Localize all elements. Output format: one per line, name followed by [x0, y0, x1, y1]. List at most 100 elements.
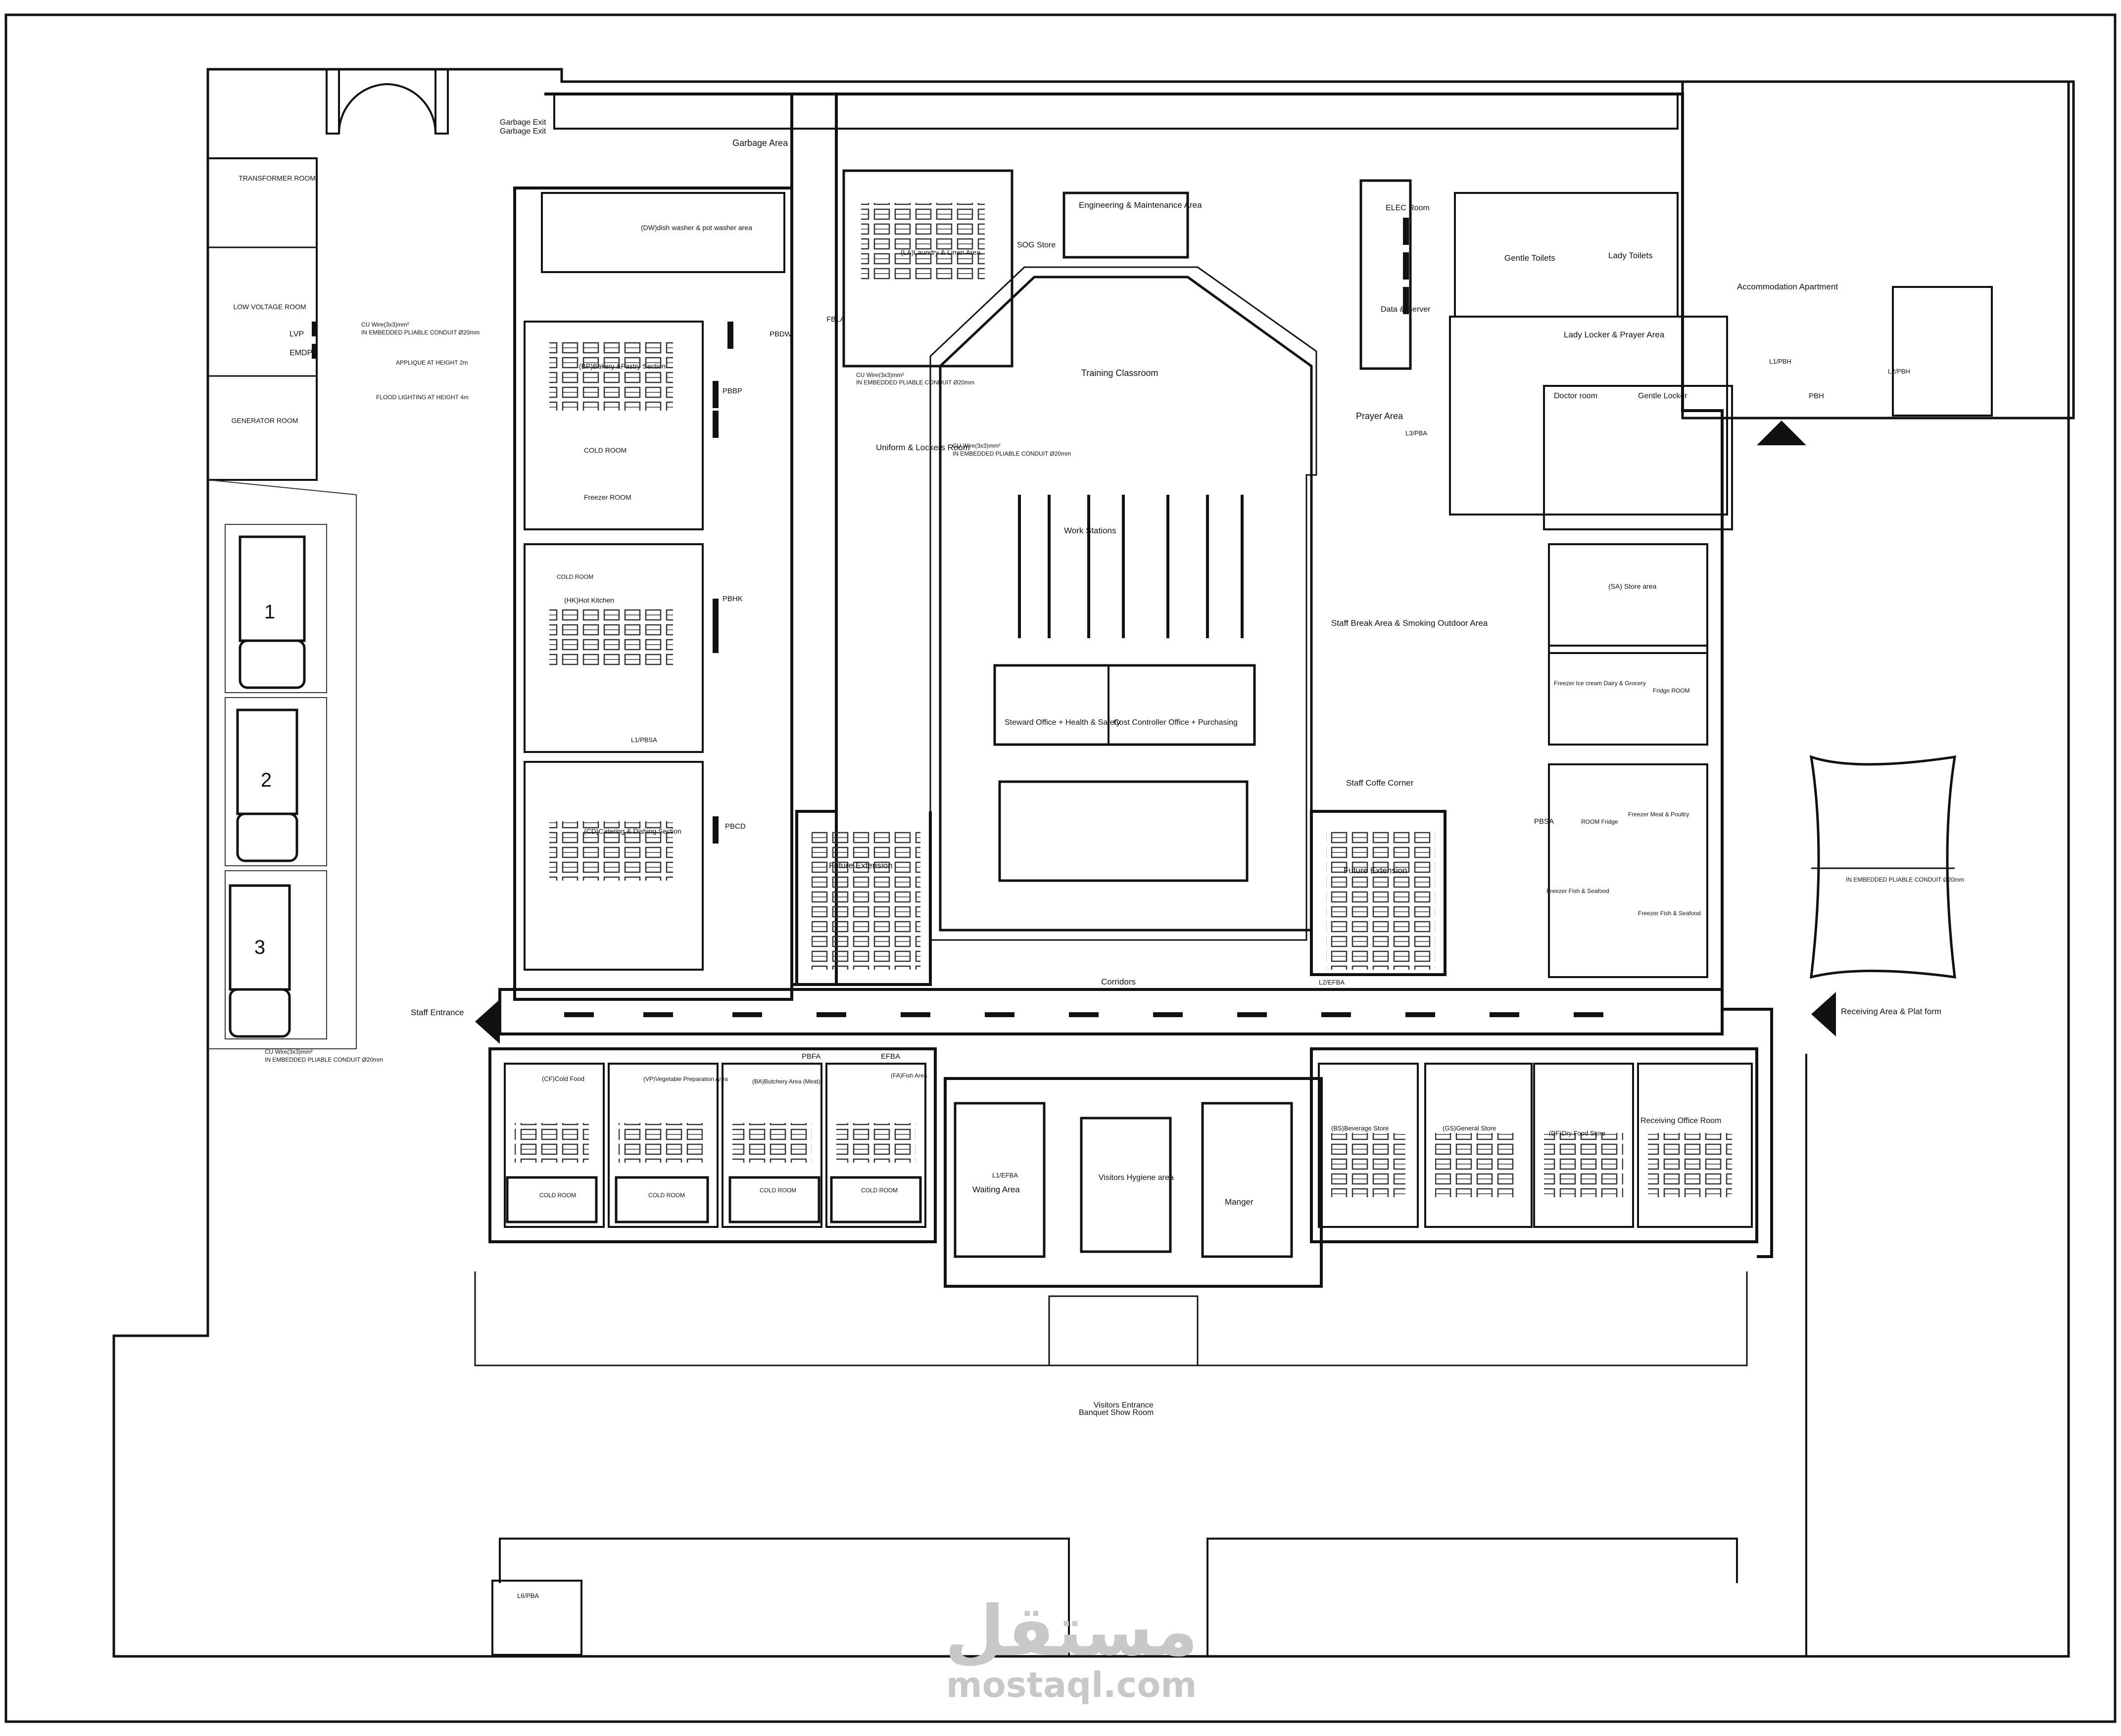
room-label-beverage-store: (BS)Beverage Store [1331, 1125, 1389, 1132]
panel-pbdw: PBDW [770, 330, 792, 338]
room-label-engineering: Engineering & Maintenance Area [1079, 200, 1202, 210]
room-label-cost-controller: Cost Controller Office + Purchasing [1113, 718, 1238, 727]
room-label-uniform: Uniform & Lockers Room [876, 443, 970, 452]
note-conduit-1: IN EMBEDDED PLIABLE CONDUIT Ø20mm [361, 329, 480, 336]
room-label-freezer-meat: Freezer Meat & Poultry [1628, 811, 1689, 818]
panel-emdp: EMDP [289, 349, 312, 357]
panel-pbsa: PBSA [1534, 817, 1554, 826]
lighting-fixtures [515, 203, 1732, 1197]
panel-fbla: FBLA [826, 315, 845, 324]
room-label-fish-area: (FA)Fish Area [891, 1072, 927, 1079]
room-label-waiting-area: Waiting Area [972, 1185, 1020, 1194]
south-yard [491, 1054, 1807, 1656]
room-label-staff-break: Staff Break Area & Smoking Outdoor Area [1331, 618, 1488, 628]
room-label-butchery: (BA)Butchery Area (Meat) [752, 1078, 820, 1085]
room-label-prayer-area: Prayer Area [1356, 411, 1403, 421]
room-label-fridge-room: Fridge ROOM [1653, 687, 1690, 694]
main-gate [326, 68, 449, 135]
room-label-elec-room: ELEC Room [1386, 204, 1430, 212]
panel-efba: EFBA [881, 1052, 900, 1061]
garbage-exit-label-1: Garbage Exit [500, 118, 546, 127]
room-label-cold-room-2: COLD ROOM [557, 573, 593, 580]
room-label-general-store: (GS)General Store [1443, 1125, 1496, 1132]
room-label-future-ext-left: Future Extension [829, 861, 893, 870]
room-label-data-server: Data & Server [1381, 305, 1431, 314]
room-labels: Garbage Area (DW)dish washer & pot washe… [411, 138, 1941, 1417]
room-label-cold-room-1: COLD ROOM [584, 446, 627, 454]
room-label-training: Training Classroom [1081, 368, 1158, 378]
receiving-area-arrow [1811, 992, 1836, 1036]
panel-lvp: LVP [289, 330, 304, 338]
panel-pbhk: PBHK [723, 595, 743, 603]
note-cu-wire-2: CU Wire(3x3)mm² [856, 372, 904, 378]
room-label-laundry: (LA)Laundry & Linen Area [901, 248, 980, 256]
room-label-cold-room-b3: COLD ROOM [760, 1187, 796, 1194]
room-label-garbage-area: Garbage Area [732, 138, 788, 148]
room-label-receiving-area: Receiving Area & Plat form [1841, 1007, 1941, 1016]
panel-l2efba: L2/EFBA [1319, 979, 1345, 986]
wiring-notes: CU Wire(3x3)mm² IN EMBEDDED PLIABLE COND… [265, 321, 1964, 1063]
note-cu-wire-1: CU Wire(3x3)mm² [361, 321, 409, 328]
room-label-room-fridge: ROOM Fridge [1581, 818, 1618, 825]
panel-pbfa: PBFA [802, 1052, 820, 1061]
room-label-visitors-entrance: Visitors Entrance [1094, 1401, 1154, 1409]
panel-pbcd: PBCD [725, 822, 746, 831]
note-cu-wire-4: CU Wire(3x3)mm² [265, 1048, 313, 1055]
note-applique: APPLIQUE AT HEIGHT 2m [396, 359, 468, 366]
room-label-doctor-room: Doctor room [1554, 392, 1597, 400]
electrical-panels [713, 218, 1409, 844]
room-label-store-area: (SA) Store area [1608, 582, 1656, 590]
room-label-dry-food-store: (DF)Dry Food Store [1549, 1129, 1605, 1137]
room-label-freezer-room-1: Freezer ROOM [584, 493, 631, 501]
room-label-vegetable: (VP)Vegetable Preparation Area [643, 1076, 728, 1082]
room-label-catering: (CD)Catering & Dishing Section [584, 827, 681, 835]
room-label-cold-room-b2: COLD ROOM [648, 1192, 685, 1199]
room-label-lady-toilets: Lady Toilets [1608, 251, 1652, 260]
room-label-lady-locker: Lady Locker & Prayer Area [1564, 330, 1665, 339]
watermark: مستقل mostaql.com [945, 1591, 1198, 1705]
room-label-accommodation: Accommodation Apartment [1737, 282, 1838, 291]
building-walls [513, 80, 2075, 1258]
sheet-frame [4, 13, 2117, 1723]
room-label-receiving-office: Receiving Office Room [1640, 1117, 1721, 1125]
room-label-bakery: (BP)Bakery &Pastry Section [579, 362, 666, 370]
corridor-fixtures [564, 1012, 1603, 1017]
room-label-gents-toilets: Gentle Toilets [1504, 253, 1555, 263]
room-label-low-voltage: LOW VOLTAGE ROOM [233, 303, 306, 311]
room-label-staff-coffee: Staff Coffe Corner [1346, 778, 1414, 788]
panel-labels: PBDW PBBP PBHK PBCD FBLA PBSA PBFA EFBA … [517, 315, 1910, 1599]
panel-l3pba: L3/PBA [1405, 429, 1427, 437]
note-conduit-3: IN EMBEDDED PLIABLE CONDUIT Ø20mm [953, 450, 1071, 457]
transformer-block [207, 157, 318, 481]
room-label-freezer-fish-2: Freezer Fish & Seafood [1638, 910, 1701, 917]
work-stations-desks [1018, 495, 1244, 638]
room-label-cold-room-b1: COLD ROOM [539, 1192, 576, 1199]
parking-bay-1: 1 [264, 601, 275, 623]
room-label-transformer: TRANSFORMER ROOM [239, 174, 316, 182]
room-label-visitors-hygiene: Visitors Hygiene area [1099, 1173, 1174, 1182]
panel-l1efba: L1/EFBA [992, 1172, 1018, 1179]
room-label-freezer-fish: Freezer Fish & Seafood [1546, 888, 1609, 894]
note-flood: FLOOD LIGHTING AT HEIGHT 4m [376, 394, 469, 401]
note-conduit-4: IN EMBEDDED PLIABLE CONDUIT Ø20mm [265, 1056, 383, 1063]
parking-area: 1 2 3 [207, 479, 357, 1049]
note-conduit-5: IN EMBEDDED PLIABLE CONDUIT Ø20mm [1846, 876, 1964, 883]
watermark-arabic: مستقل [945, 1591, 1198, 1672]
room-label-hot-kitchen: (HK)Hot Kitchen [564, 596, 614, 604]
room-label-corridors: Corridors [1101, 977, 1136, 986]
south-wing-walls [474, 988, 1758, 1366]
garbage-exit-label-2: Garbage Exit [500, 127, 546, 136]
room-label-dishwasher: (DW)dish washer & pot washer area [641, 224, 752, 232]
room-label-cold-food: (CF)Cold Food [542, 1075, 584, 1082]
parking-bay-3: 3 [254, 937, 265, 958]
room-label-gentle-locker: Gentle Locker [1638, 392, 1687, 400]
room-label-cold-room-b4: COLD ROOM [861, 1187, 898, 1194]
panel-l1pbsa: L1/PBSA [631, 736, 657, 744]
room-label-manager: Manger [1225, 1197, 1253, 1207]
panel-pbbp: PBBP [723, 387, 742, 395]
room-label-banquet: Banquet Show Room [1079, 1408, 1154, 1417]
parking-bay-2: 2 [261, 769, 272, 791]
watermark-latin: mostaql.com [946, 1665, 1197, 1705]
panel-l2pbh: L2/PBH [1888, 368, 1910, 375]
